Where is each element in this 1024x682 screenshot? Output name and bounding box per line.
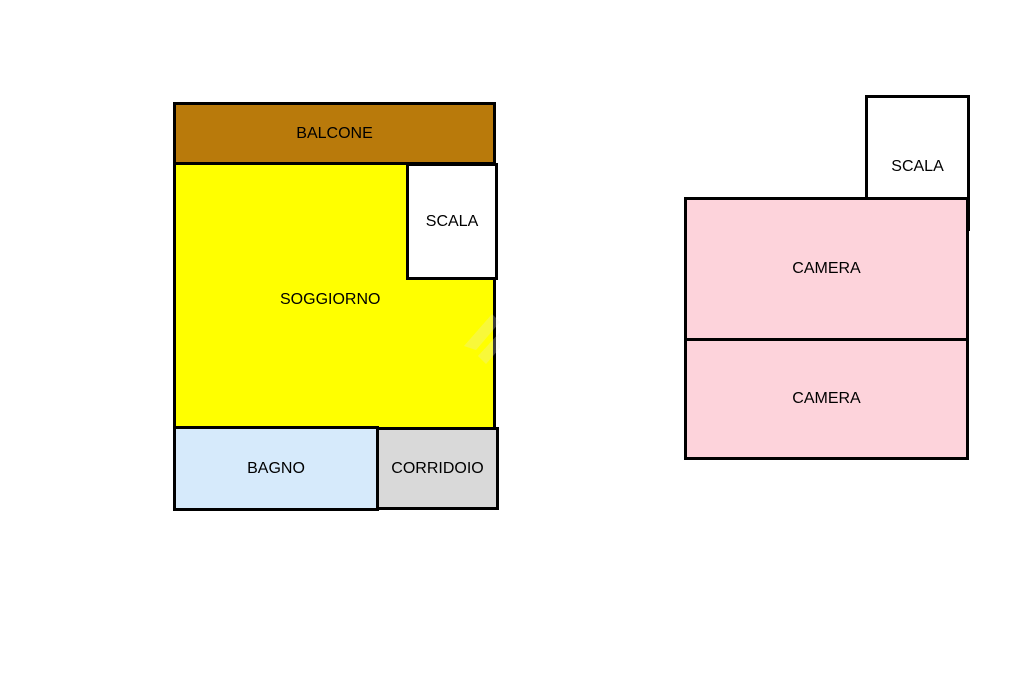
room-label-balcone: BALCONE	[296, 124, 373, 142]
room-camera-2: CAMERA	[684, 338, 969, 460]
room-label-corridoio: CORRIDOIO	[391, 459, 484, 477]
watermark-logo-icon	[464, 314, 500, 364]
room-camera-1: CAMERA	[684, 197, 969, 341]
room-label-camera-2: CAMERA	[792, 390, 861, 407]
room-label-scala-right: SCALA	[891, 158, 944, 175]
room-scala-left: SCALA	[406, 163, 498, 280]
room-corridoio: CORRIDOIO	[376, 427, 499, 510]
room-label-scala-left: SCALA	[425, 212, 479, 230]
room-label-bagno: BAGNO	[247, 459, 305, 477]
room-label-soggiorno: SOGGIORNO	[280, 291, 381, 308]
room-balcone: BALCONE	[173, 102, 496, 165]
room-label-camera-1: CAMERA	[792, 260, 861, 277]
room-bagno: BAGNO	[173, 426, 379, 511]
